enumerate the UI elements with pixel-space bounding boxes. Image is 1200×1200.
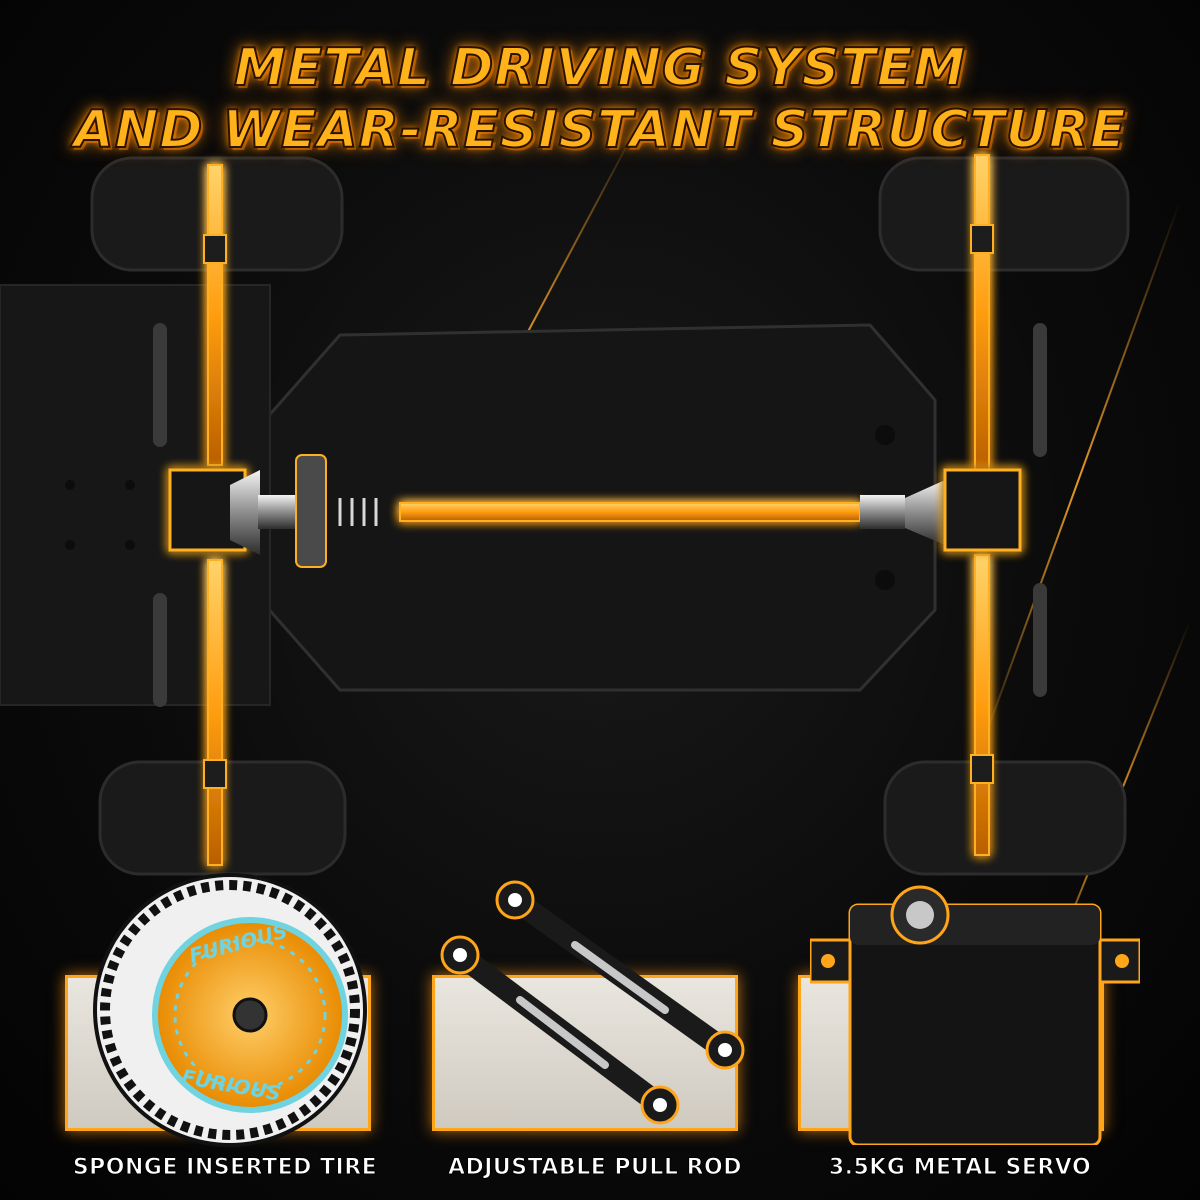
center-drive-shaft [399,502,861,522]
rear-axle-left-lower [207,559,223,866]
caption-pull-rod: ADJUSTABLE PULL ROD [447,1155,743,1181]
front-axle-right-lower [974,554,990,856]
caption-tire: SPONGE INSERTED TIRE [72,1155,378,1181]
caption-servo: 3.5KG METAL SERVO [828,1155,1092,1181]
headline-line-1: METAL DRIVING SYSTEM [233,37,966,99]
shock-absorbers [153,323,1047,707]
headline-line-2: AND WEAR-RESISTANT STRUCTURE [73,99,1127,161]
front-axle-right-upper [974,154,990,471]
front-differential [860,468,1022,552]
rear-differential [168,454,378,568]
rear-axle-left-upper [207,164,223,466]
servo-icon [810,885,1140,1145]
pull-rod-icon [440,880,745,1125]
tire-icon: FURIOUS FURIOUS [93,873,367,1147]
